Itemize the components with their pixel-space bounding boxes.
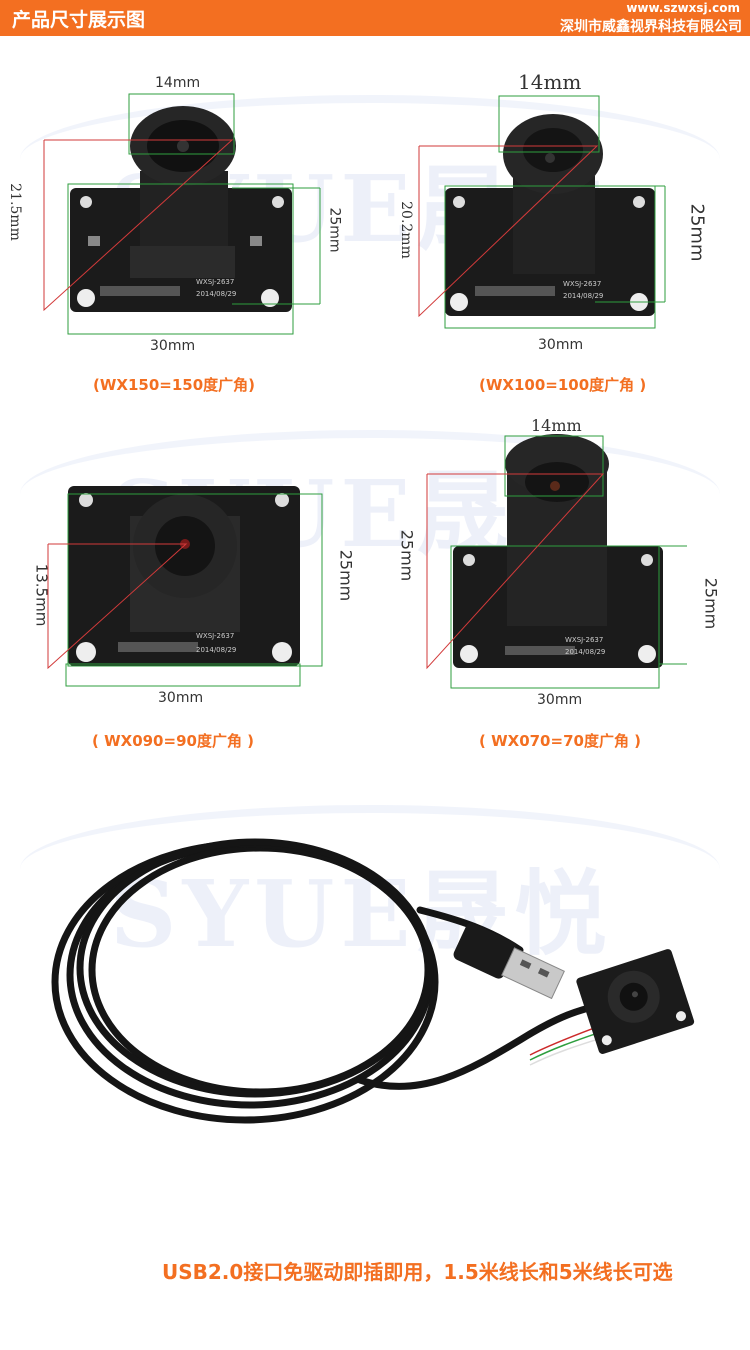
dimension-top-width: 14mm — [518, 70, 582, 94]
watermark-swoosh — [20, 805, 720, 933]
dimension-bottom-width: 30mm — [538, 337, 584, 353]
board-date: 2014/08/29 — [565, 648, 605, 656]
board-label: WXSJ-2637 — [196, 632, 234, 640]
camera-module-image: WXSJ-2637 2014/08/29 — [426, 434, 687, 689]
watermark-swoosh — [20, 430, 720, 558]
product-caption: ( WX090=90度广角 ) — [92, 732, 255, 750]
product-caption: (WX100=100度广角 ) — [479, 376, 647, 394]
dimension-diagonal: 21.5mm — [6, 183, 23, 241]
camera-module-image: WXSJ-2637 2014/08/29 — [418, 95, 666, 329]
board-date: 2014/08/29 — [196, 646, 236, 654]
board-date: 2014/08/29 — [196, 290, 236, 298]
product-caption: ( WX070=70度广角 ) — [479, 732, 642, 750]
dimension-side-height: 25mm — [336, 549, 356, 602]
dimension-side-height: 25mm — [326, 207, 343, 253]
product-panel-wx070: WXSJ-2637 2014/08/29 14mm 25mm 25mm 30mm… — [375, 406, 750, 766]
camera-module-image: WXSJ-2637 2014/08/29 — [47, 486, 323, 687]
dimension-diagonal: 13.5mm — [32, 563, 51, 627]
watermark-text: SYUE晟悦 — [110, 860, 613, 968]
product-panel-wx090: WXSJ-2637 2014/08/29 13.5mm 25mm 30mm ( … — [0, 406, 375, 766]
company-name: 深圳市威鑫视界科技有限公司 — [560, 19, 742, 35]
watermark-swoosh — [20, 95, 720, 223]
product-panel-wx100: WXSJ-2637 2014/08/29 14mm 20.2mm 25mm 30… — [375, 36, 750, 406]
board-label: WXSJ-2637 — [563, 280, 601, 288]
usb-plug — [453, 923, 565, 1000]
header-bar: 产品尺寸展示图 www.szwxsj.com 深圳市威鑫视界科技有限公司 — [0, 0, 750, 36]
dimension-side-height: 25mm — [686, 203, 708, 262]
website-url[interactable]: www.szwxsj.com — [626, 1, 740, 15]
camera-module-small — [576, 949, 695, 1054]
dimension-bottom-width: 30mm — [150, 338, 196, 354]
board-label: WXSJ-2637 — [565, 636, 603, 644]
dimension-side-height: 25mm — [701, 577, 721, 630]
product-caption: (WX150=150度广角) — [93, 376, 256, 394]
dimension-bottom-width: 30mm — [158, 690, 204, 706]
dimension-top-width: 14mm — [155, 75, 201, 91]
board-date: 2014/08/29 — [563, 292, 603, 300]
usb-cable-photo — [51, 838, 695, 1124]
dimension-top-width: 14mm — [531, 416, 582, 435]
page-title: 产品尺寸展示图 — [12, 9, 146, 31]
board-label: WXSJ-2637 — [196, 278, 234, 286]
dimension-diagonal: 25mm — [397, 529, 417, 582]
dimension-bottom-width: 30mm — [537, 692, 583, 708]
usb-description: USB2.0接口免驱动即插即用，1.5米线长和5米线长可选 — [162, 1260, 673, 1284]
product-panel-wx150: WXSJ-2637 2014/08/29 14mm 21.5mm 25mm 30… — [0, 36, 375, 406]
camera-module-image: WXSJ-2637 2014/08/29 — [43, 93, 321, 335]
dimension-diagonal: 20.2mm — [397, 201, 414, 259]
